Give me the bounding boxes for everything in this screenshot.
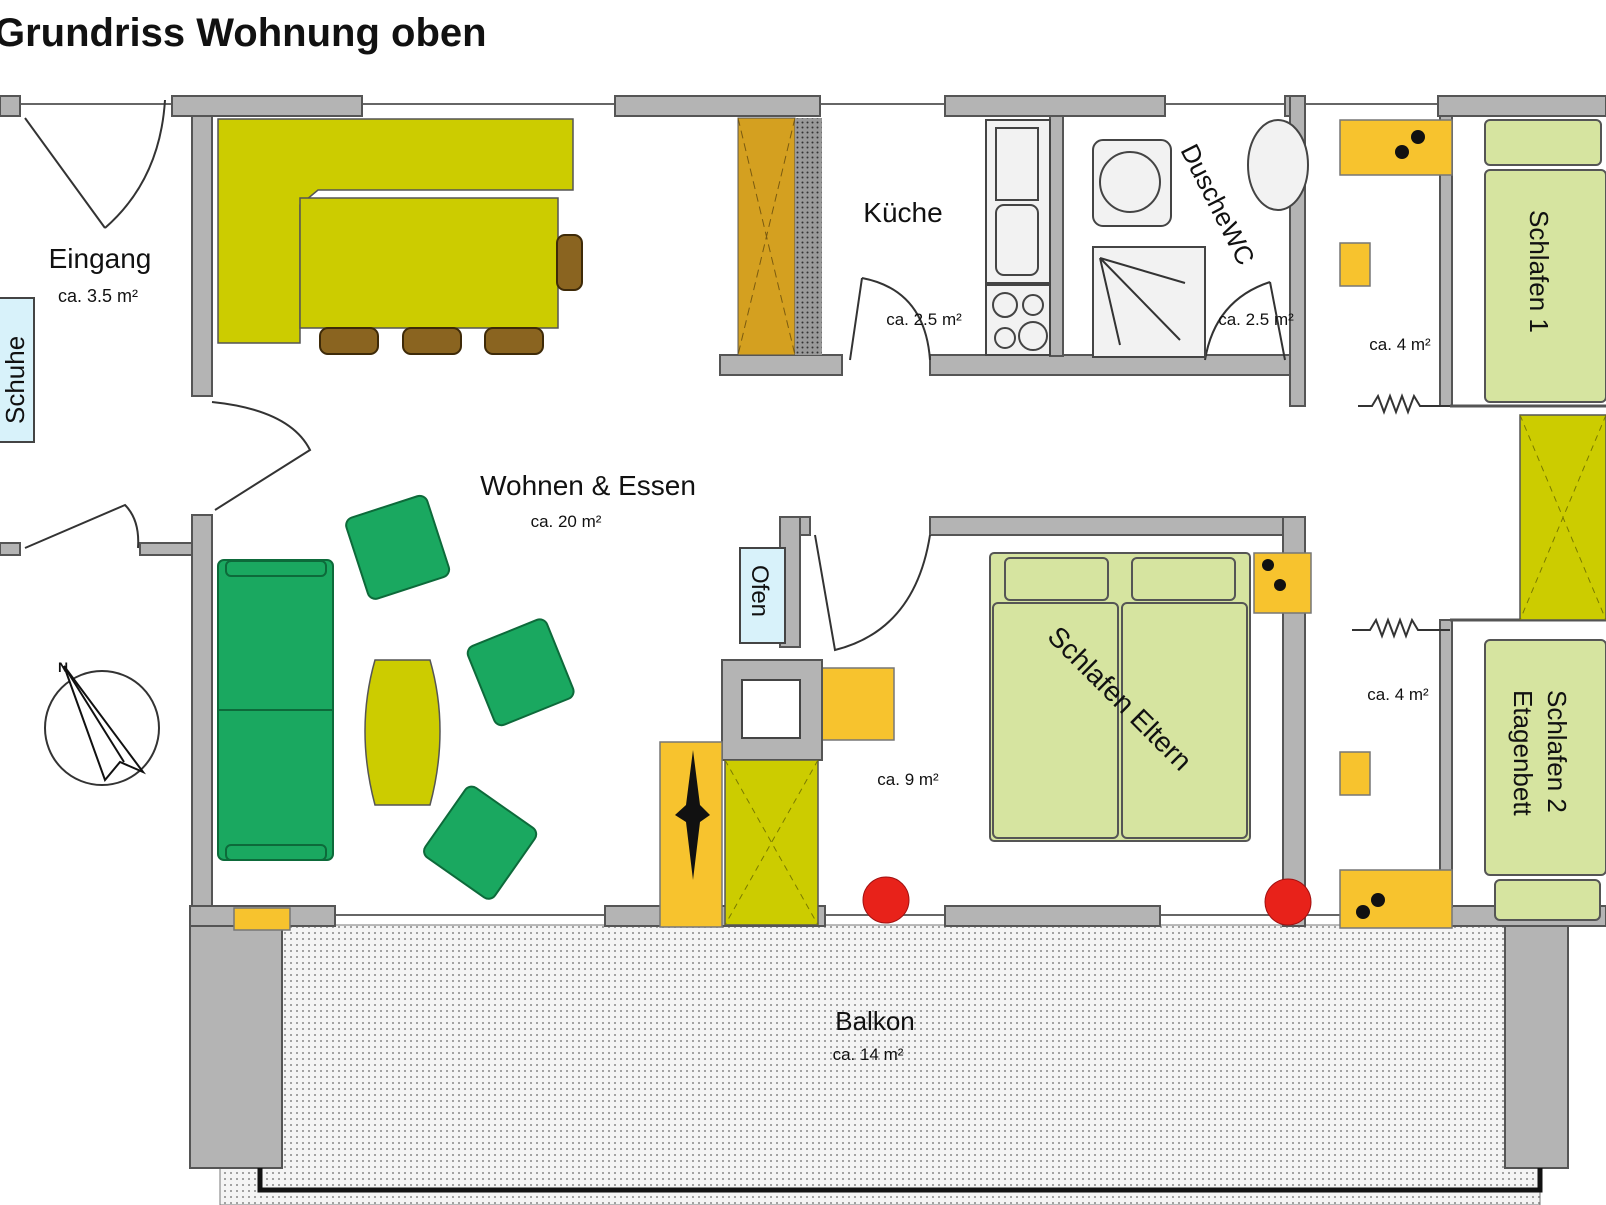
svg-text:N: N [58,659,68,675]
area-label-wohnen: ca. 20 m² [531,512,602,531]
children-rooms [1339,119,1606,929]
room-label-kueche: Küche [863,197,942,228]
dining-area [217,118,583,355]
room-label-schlafen1: Schlafen 1 [1524,210,1554,333]
area-label-kueche: ca. 2.5 m² [886,310,962,329]
room-label-schlafen2: Schlafen 2 [1542,690,1572,813]
area-label-flur-unten: ca. 4 m² [1367,685,1429,704]
label-ofen: Ofen [746,565,773,617]
area-label-eingang: ca. 3.5 m² [58,286,138,306]
living-furniture [217,494,575,931]
bathroom [1092,119,1309,358]
stove-area [659,547,823,928]
area-label-flur-oben: ca. 4 m² [1369,335,1431,354]
area-label-balkon: ca. 14 m² [833,1045,904,1064]
balcony [189,924,1569,1205]
kitchen [737,117,1051,356]
area-label-dusche: ca. 2.5 m² [1218,310,1294,329]
parents-bedroom [821,552,1312,926]
room-label-etagenbett: Etagenbett [1508,690,1538,817]
room-label-balkon: Balkon [835,1006,915,1036]
room-label-wohnen: Wohnen & Essen [480,470,696,501]
compass-north-arrow-icon: N [44,659,160,786]
shoe-rack [0,297,35,443]
area-label-eltern: ca. 9 m² [877,770,939,789]
plan-title: Grundriss Wohnung oben [0,11,487,55]
room-label-eingang: Eingang [49,243,152,274]
label-schuhe: Schuhe [0,336,30,424]
doors [24,99,1286,652]
